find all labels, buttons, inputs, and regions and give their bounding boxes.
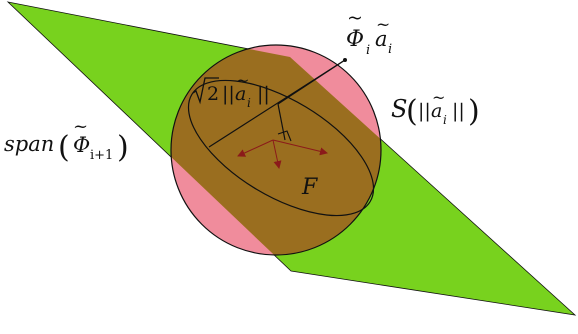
span-phi: Φ [73, 133, 90, 157]
label-span: span ( Φ ~ i+1 ) [4, 116, 129, 165]
normal-segment [277, 103, 286, 141]
axis-arrow-down [272, 139, 282, 169]
phi-subscript: i [366, 43, 370, 58]
sphere-norm-open: || [418, 100, 431, 122]
phi-tilde: ~ [347, 7, 363, 29]
projection-vector [277, 59, 346, 105]
sphere-a-subscript: i [443, 113, 447, 127]
sphere-open-paren: ( [406, 94, 418, 129]
sqrt-sign [192, 77, 219, 105]
sphere-plane-intersection [171, 45, 381, 255]
a-symbol: a [375, 27, 388, 51]
radius-norm-close: || [257, 83, 270, 105]
span-subscript: i+1 [90, 148, 113, 163]
right-angle-marker [277, 130, 292, 142]
span-close-paren: ) [117, 130, 129, 165]
sphere-outline [170, 44, 382, 256]
radius-a-tilde: ~ [236, 71, 249, 90]
radius-a: a [235, 83, 246, 105]
a-tilde: ~ [376, 15, 390, 35]
phi-symbol: Φ [346, 27, 364, 52]
sphere-norm-close: || [452, 100, 465, 122]
span-phi-tilde: ~ [73, 116, 88, 137]
label-sphere-S: S ( || ~ a i || ) [391, 88, 480, 129]
axis-arrow-up-left [237, 139, 274, 157]
span-text: span [4, 132, 54, 156]
sqrt-value: 2 [207, 83, 219, 105]
sphere-S-letter: S [391, 95, 407, 123]
sphere-close-paren: ) [468, 94, 480, 129]
span-open-paren: ( [58, 130, 70, 165]
label-radius: 2 || ~ a i || [192, 71, 270, 110]
ellipsoid-F [187, 79, 375, 217]
a-subscript: i [388, 42, 392, 57]
sphere-a: a [431, 100, 442, 122]
radius-norm-open: || [222, 83, 235, 105]
axis-arrow-right [272, 139, 328, 156]
radius-subscript: i [247, 96, 251, 110]
arrow-tip-dot [343, 58, 347, 62]
label-phi-a: Φ ~ i ~ a i [346, 7, 392, 58]
label-family-F: F [301, 175, 318, 200]
sphere-a-tilde: ~ [432, 88, 445, 107]
